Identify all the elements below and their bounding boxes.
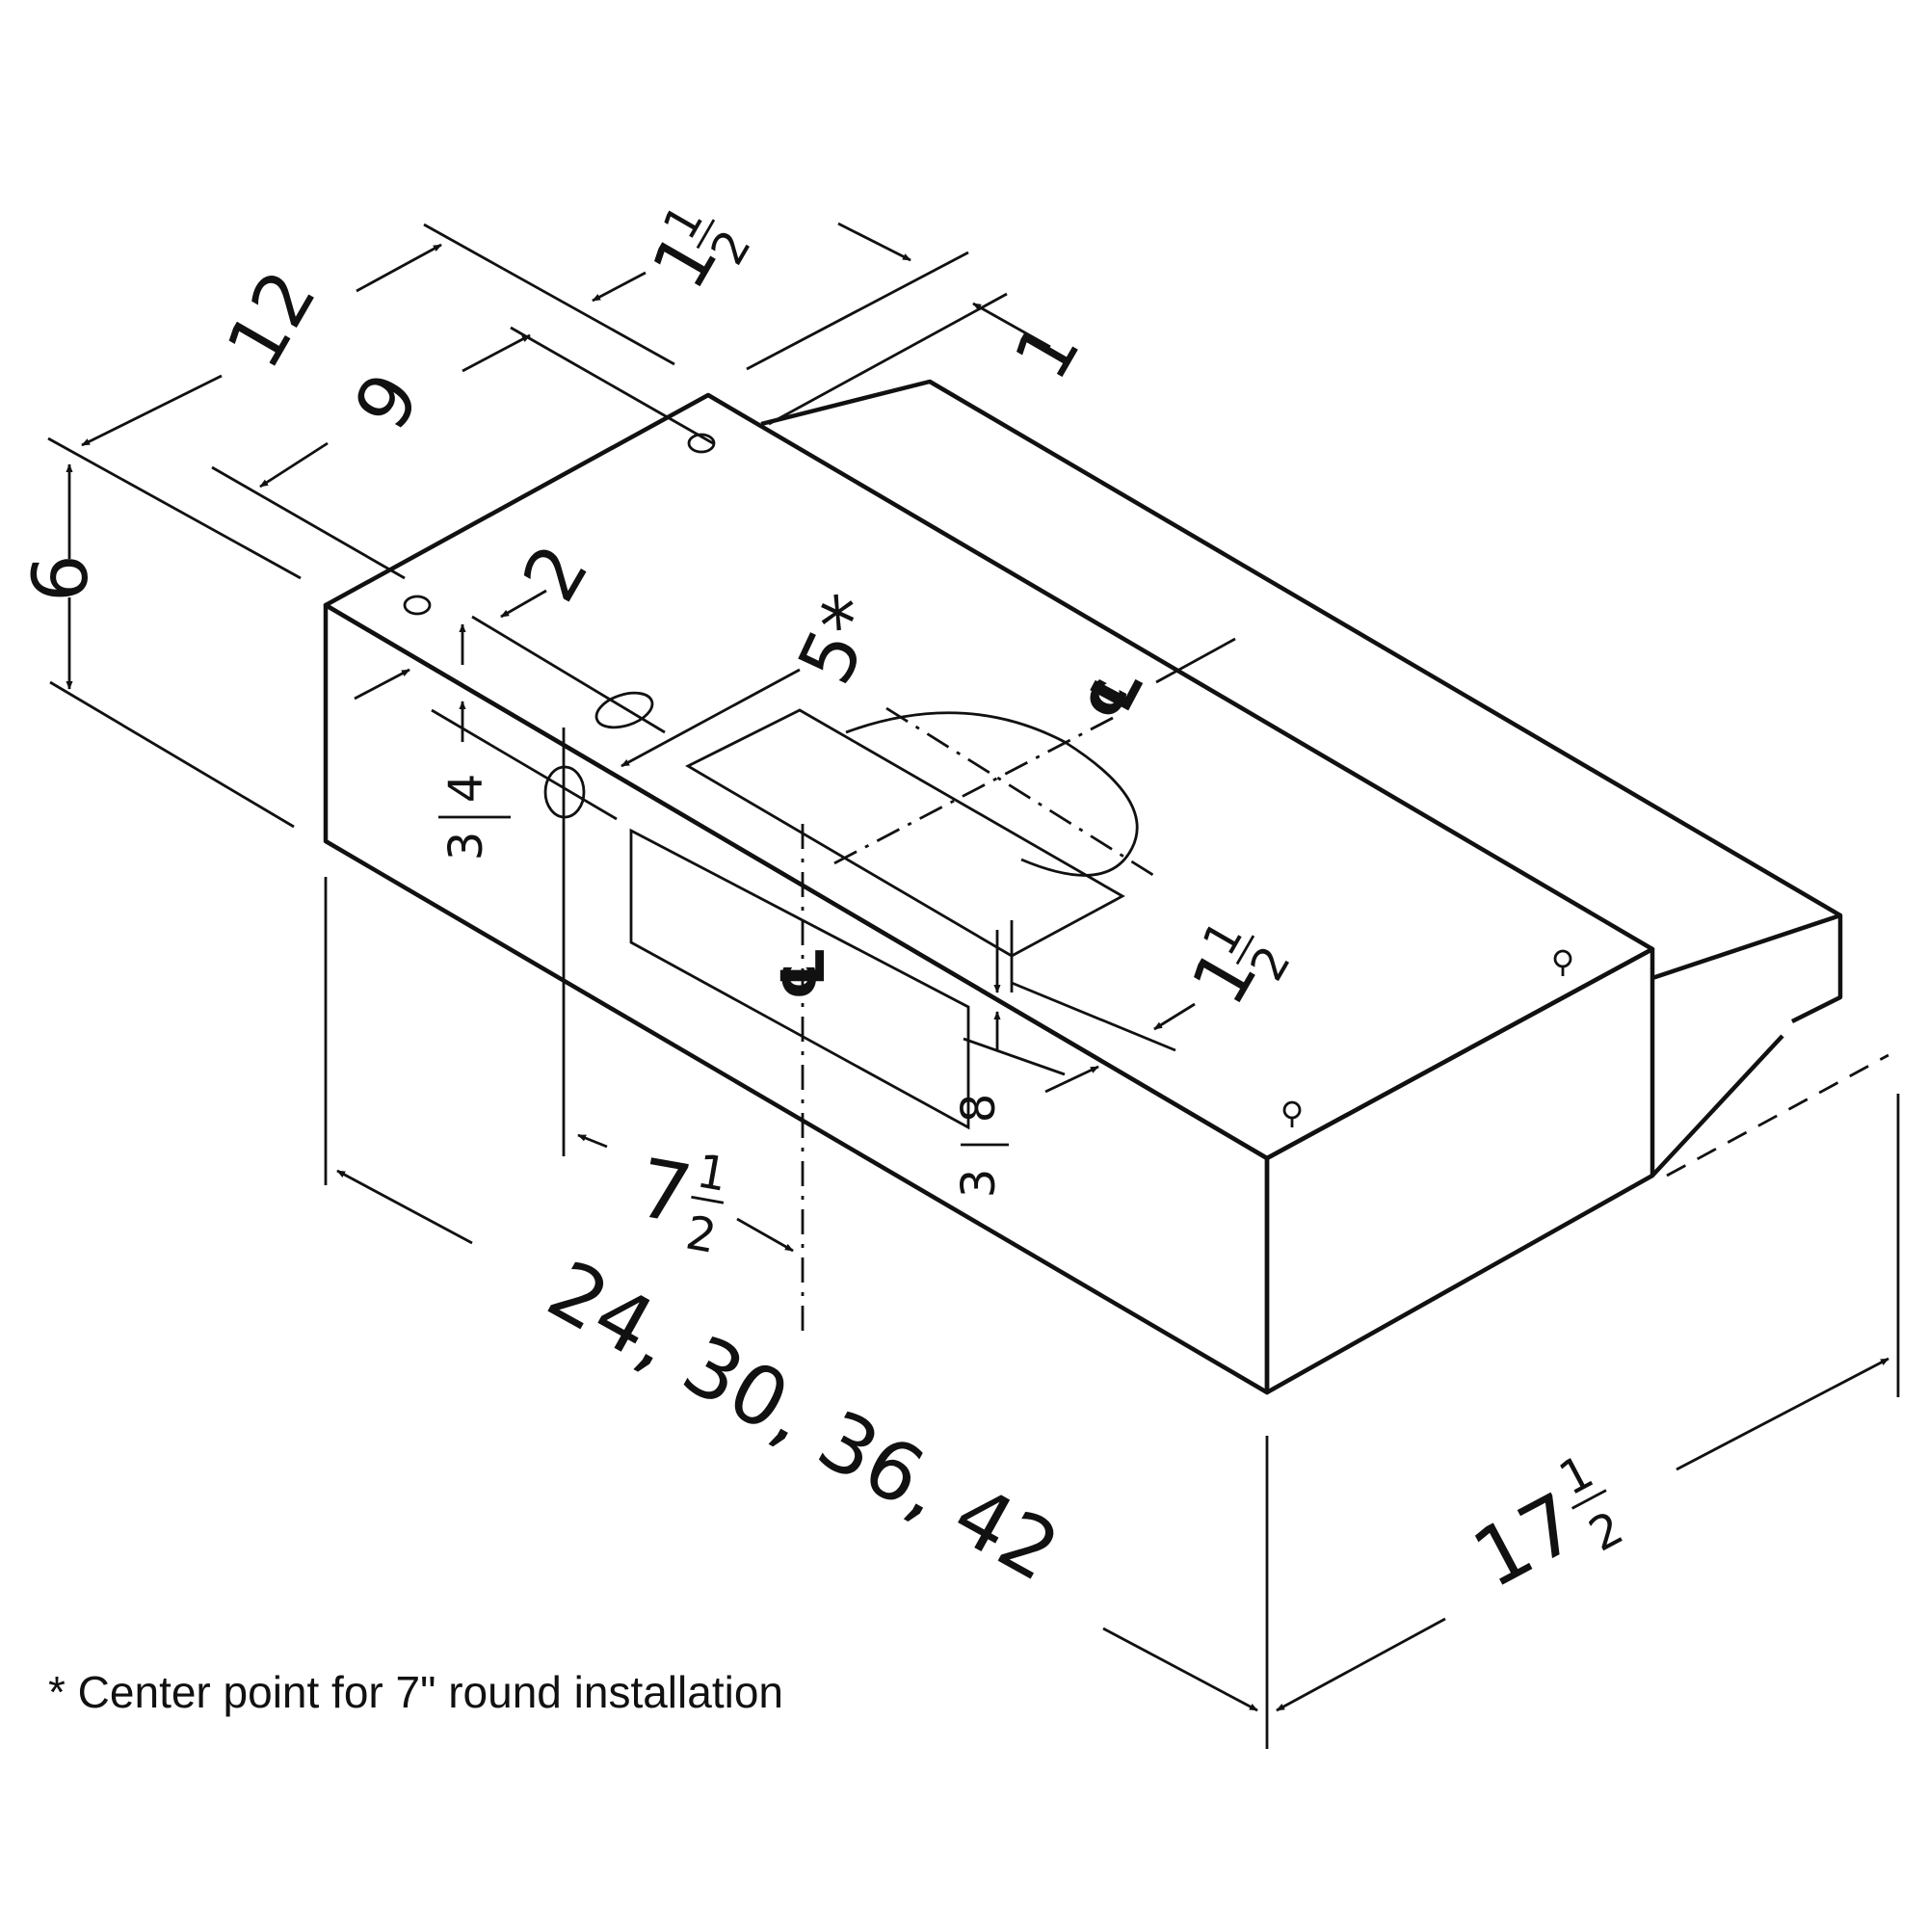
dim-slot-offset: 1 1 2 xyxy=(1175,912,1302,1019)
dim-side-offset: 2 xyxy=(507,531,606,616)
dim-hole-drop: 3 4 xyxy=(438,774,511,861)
extension-lines xyxy=(47,223,1900,1749)
svg-text:3: 3 xyxy=(439,832,493,861)
svg-text:2: 2 xyxy=(682,1205,721,1263)
svg-text:8: 8 xyxy=(952,1094,1006,1124)
centerlines xyxy=(801,706,1889,1339)
svg-text:3: 3 xyxy=(952,1169,1006,1199)
mount-hole-left-front xyxy=(403,595,432,616)
dim-depth-outer: 12 xyxy=(211,257,334,384)
centerline-symbol-duct: ℄ xyxy=(1070,653,1158,733)
dim-overall-height: 6 xyxy=(18,554,105,602)
keyhole-slot-icon xyxy=(1553,949,1572,976)
svg-text:1: 1 xyxy=(693,1144,731,1202)
hood-end-face xyxy=(1264,946,1655,1395)
mount-hole-left-back xyxy=(687,433,716,454)
hood-top-face xyxy=(323,392,1655,1161)
dim-top-offset: 1 1 2 xyxy=(636,196,762,304)
hood-rear-end-top xyxy=(1651,913,1841,981)
dim-centerline-from-end: 7 1 2 xyxy=(631,1141,731,1264)
knockout-hole-large xyxy=(594,691,654,729)
top-openings xyxy=(403,433,1572,1127)
hood-rear-end-bottom xyxy=(1650,1034,1784,1178)
dim-overall-depth: 17 1 2 xyxy=(1459,1444,1632,1606)
front-control-slot xyxy=(629,828,970,1130)
hood-rear-slope xyxy=(760,379,1843,1024)
round-duct-outline xyxy=(845,711,1139,877)
footnote: * Center point for 7" round installation xyxy=(48,1667,783,1717)
svg-text:4: 4 xyxy=(439,774,493,804)
dim-duct-center: 5* xyxy=(782,583,897,697)
duct-centerline-diag xyxy=(826,716,1114,869)
dim-back-offset: 1 xyxy=(998,309,1097,394)
dimension-arrows xyxy=(66,222,1889,1712)
keyhole-slot-icon xyxy=(1282,1100,1302,1127)
rectangular-duct-opening xyxy=(685,708,1125,958)
rear-hidden-edge xyxy=(1666,1053,1889,1178)
dim-slot-height: 3 8 xyxy=(952,1094,1009,1199)
centerline-symbol-front: ℄ xyxy=(768,946,838,1000)
dim-depth-inner: 9 xyxy=(338,359,437,444)
hood-body xyxy=(323,379,1843,1395)
duct-centerline-long xyxy=(885,706,1157,879)
